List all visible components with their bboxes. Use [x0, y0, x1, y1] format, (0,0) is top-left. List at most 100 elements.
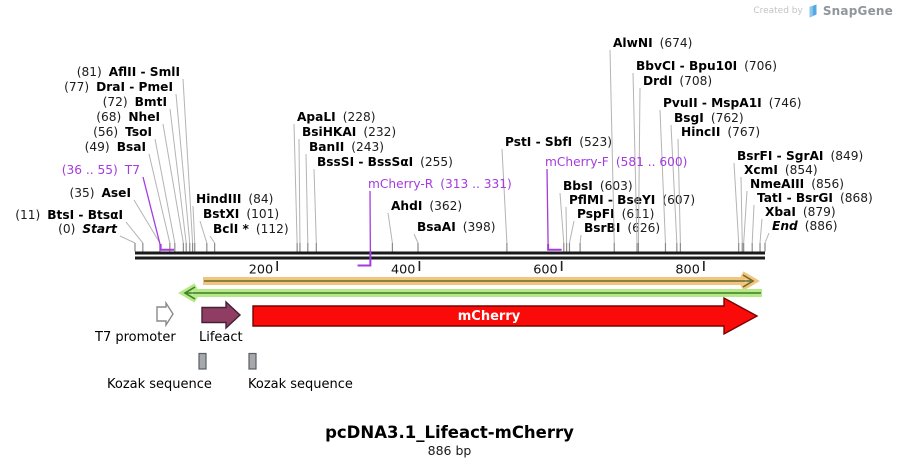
primer-label: mCherry-F(581 .. 600): [545, 155, 687, 169]
site-leader-line: [209, 235, 216, 244]
site-leader-line: [632, 72, 638, 244]
site-leader-line: [305, 153, 309, 244]
kozak-sequence-box: [198, 352, 207, 370]
restriction-site-label: XbaI(879): [765, 205, 836, 219]
restriction-site-label: BsrFI - SgrAI(849): [737, 149, 863, 163]
site-leader-line: [637, 87, 641, 244]
site-leader-line: [119, 235, 136, 244]
restriction-site-label: BanII(243): [309, 140, 384, 154]
restriction-site-label: BsiHKAI(232): [302, 125, 396, 139]
backbone-bottom-strand: [135, 256, 765, 260]
site-leader-line: [298, 138, 301, 244]
brand-text: SnapGene: [822, 4, 893, 18]
feature-label: T7 promoter: [94, 330, 176, 345]
backbone-top-strand: [135, 251, 765, 255]
restriction-site-label: PstI - SbfI(523): [505, 135, 612, 149]
site-leader-line: [565, 206, 568, 244]
primer-annealing-bracket: [547, 244, 562, 251]
restriction-site-label: XcmI(854): [744, 163, 818, 177]
feature-arrow-mcherry: [252, 296, 759, 336]
site-leader-line: [125, 221, 144, 244]
restriction-site-label: BsgI(762): [674, 111, 744, 125]
site-leader-line: [501, 148, 508, 244]
restriction-site-label: (49)BsaI: [85, 140, 146, 154]
site-leader-line: [751, 204, 755, 244]
site-leader-line: [133, 199, 161, 244]
ruler-label: 200: [249, 263, 273, 278]
site-leader-line: [199, 220, 208, 244]
feature-arrow-lifeact: [201, 300, 242, 330]
orf-arrow-forward-head-core: [742, 274, 755, 288]
primer-leader-line: [546, 168, 549, 247]
ruler-label: 400: [391, 263, 415, 278]
restriction-site-label: (35)AseI: [69, 186, 131, 200]
restriction-site-label: BstXI(101): [203, 207, 279, 221]
orf-arrow-reverse-head-core: [183, 286, 196, 300]
site-leader-line: [733, 162, 740, 244]
snapgene-logo-icon: [809, 4, 817, 18]
site-leader-line: [387, 212, 393, 244]
restriction-site-label: AhdI(362): [391, 199, 462, 213]
plasmid-length: 886 bp: [427, 443, 472, 458]
site-leader-line: [743, 190, 748, 244]
feature-label: Kozak sequence: [248, 377, 353, 392]
site-leader-line: [568, 220, 575, 244]
watermark: Created by SnapGene: [753, 4, 893, 18]
restriction-site-label: TatI - BsrGI(868): [757, 191, 873, 205]
site-leader-line: [677, 138, 681, 244]
restriction-site-label: (0)Start: [58, 222, 118, 236]
kozak-sequence-box: [248, 352, 257, 370]
restriction-site-label: HincII(767): [681, 125, 760, 139]
site-leader-line: [670, 124, 678, 244]
restriction-site-label: BsrBI(626): [584, 221, 660, 235]
primer-annealing-bracket: [357, 251, 372, 267]
restriction-site-label: (77)DraI - PmeI: [64, 80, 173, 94]
restriction-site-label: BsaAI(398): [417, 220, 496, 234]
site-leader-line: [559, 192, 565, 244]
site-leader-line: [764, 232, 770, 244]
feature-label: Lifeact: [199, 330, 243, 345]
restriction-site-label: (81)AflII - SmlI: [77, 65, 180, 79]
site-leader-line: [413, 233, 419, 244]
site-leader-line: [609, 49, 615, 244]
site-leader-line: [169, 108, 187, 244]
restriction-site-label: BclI *(112): [213, 222, 289, 236]
plasmid-title: pcDNA3.1_Lifeact-mCherry: [325, 423, 574, 442]
site-leader-line: [759, 218, 763, 244]
site-leader-line: [293, 123, 298, 244]
restriction-site-label: HindIII(84): [196, 192, 273, 206]
feature-label: mCherry: [458, 309, 521, 324]
site-leader-line: [175, 93, 191, 244]
primer-label: (36 .. 55)T7: [62, 163, 140, 177]
restriction-site-label: PflMI - BseYI(607): [569, 193, 695, 207]
restriction-site-label: AlwNI(674): [613, 36, 692, 50]
restriction-site-label: NmeAIII(856): [750, 177, 844, 191]
site-leader-line: [659, 109, 666, 244]
feature-label: Kozak sequence: [107, 377, 212, 392]
primer-annealing-bracket: [159, 244, 175, 251]
restriction-site-label: End(886): [772, 219, 838, 233]
primer-leader-line: [142, 176, 162, 247]
restriction-site-label: PspFI(611): [577, 207, 654, 221]
primer-label: mCherry-R(313 .. 331): [368, 177, 512, 191]
restriction-site-label: BbsI(603): [563, 179, 633, 193]
restriction-site-label: PvuII - MspA1I(746): [663, 96, 802, 110]
site-leader-line: [579, 234, 582, 244]
site-leader-line: [192, 205, 196, 244]
created-by-text: Created by: [753, 6, 803, 16]
site-leader-line: [148, 153, 171, 244]
restriction-site-label: BbvCI - Bpu10I(706): [636, 59, 777, 73]
restriction-site-label: (68)NheI: [96, 110, 160, 124]
site-leader-line: [182, 78, 194, 244]
logo-flag-highlight: [809, 5, 813, 18]
restriction-site-label: (72)BmtI: [103, 95, 167, 109]
restriction-site-label: DrdI(708): [643, 74, 712, 88]
site-leader-line: [740, 176, 743, 244]
ruler-label: 800: [675, 263, 699, 278]
title-block: pcDNA3.1_Lifeact-mCherry 886 bp: [0, 423, 899, 458]
site-leader-line: [154, 138, 176, 244]
restriction-site-label: (56)TsoI: [93, 125, 152, 139]
restriction-site-label: BssSI - BssSαI(255): [317, 155, 453, 169]
